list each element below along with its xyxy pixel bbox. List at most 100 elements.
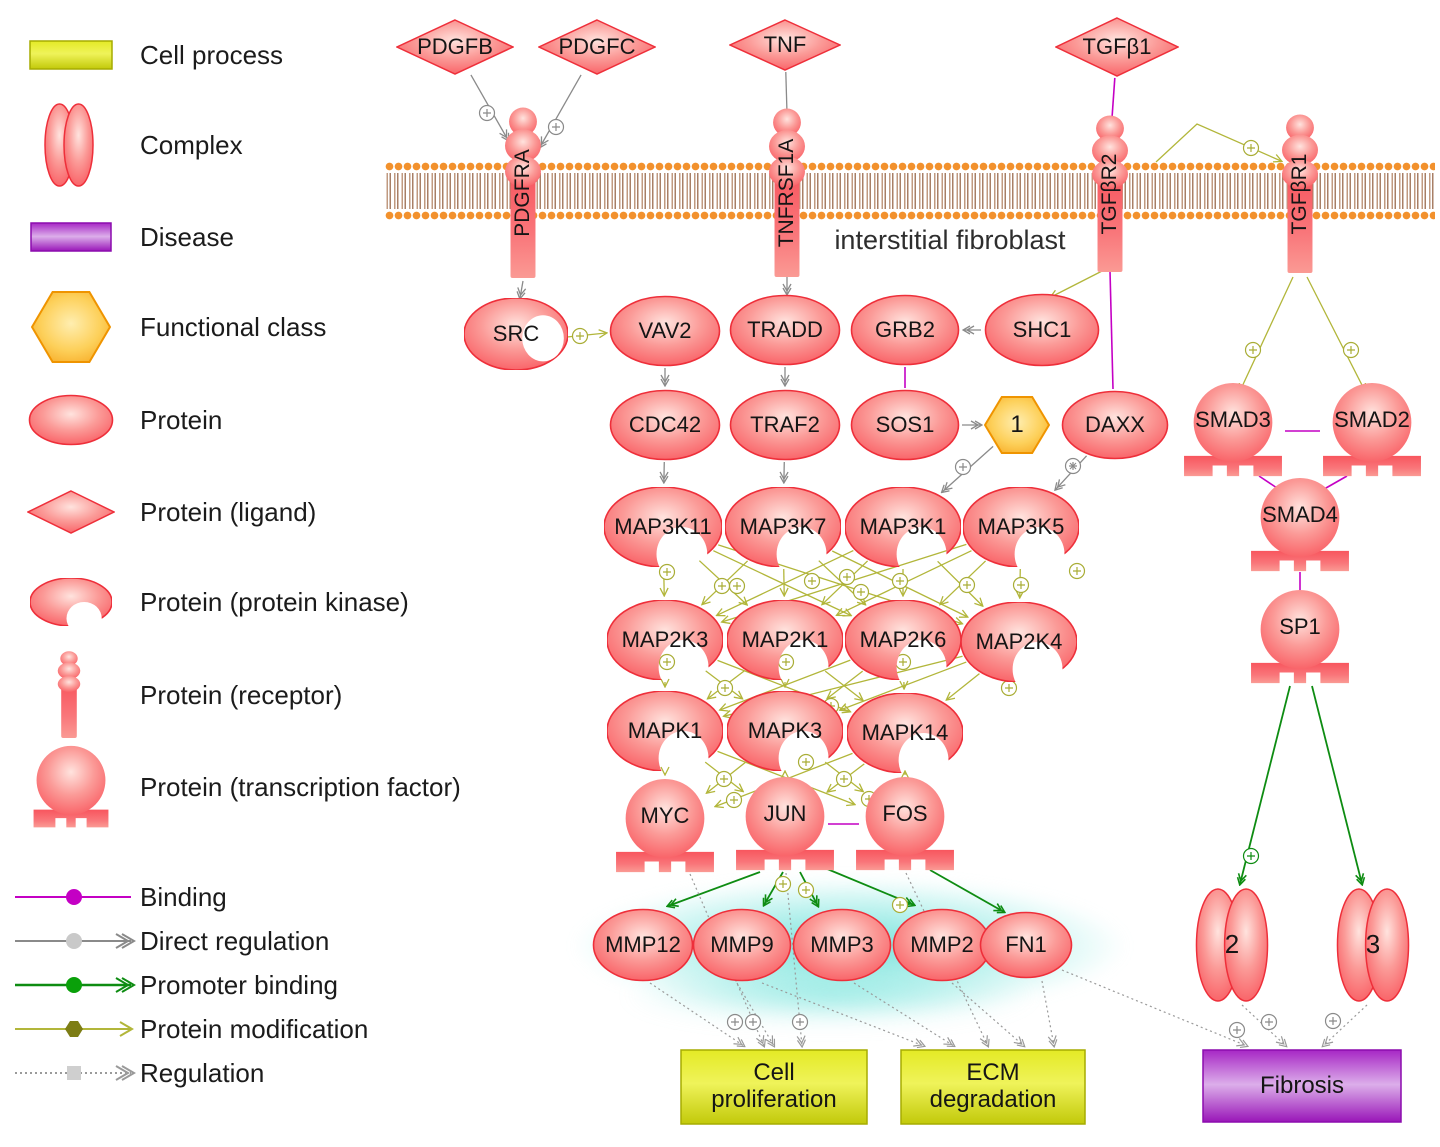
legend-label: Complex: [140, 130, 243, 160]
cell-type-label: interstitial fibroblast: [834, 225, 1066, 255]
edge-regulation: [1323, 1004, 1368, 1046]
edge-modification: [1306, 276, 1365, 391]
edge-modification: [1051, 268, 1107, 297]
edge-regulation: [951, 982, 1024, 1046]
legend-label: Protein (receptor): [140, 680, 343, 710]
node-label: JUN: [763, 801, 807, 827]
node-label: CDC42: [628, 411, 702, 437]
node-label: GRB2: [875, 316, 935, 342]
plus-mark: [715, 770, 733, 788]
node-label: Fibrosis: [1259, 1071, 1344, 1099]
edge-promoter: [668, 871, 761, 906]
edge-modification: [717, 549, 854, 616]
legend-label: Protein: [140, 405, 223, 435]
plus-mark: [852, 583, 870, 601]
plus-mark: [774, 875, 792, 893]
node-mapk3: MAPK3: [726, 690, 844, 772]
membrane-lipid-heads-top: [385, 160, 1435, 173]
plus-mark: [1012, 576, 1030, 594]
node-label: FOS: [882, 801, 928, 827]
node-label: MAPK3: [747, 717, 823, 743]
legend-label: Protein (transcription factor): [140, 772, 461, 802]
legend-connector-binding: [15, 889, 131, 905]
node-sos1: SOS1: [850, 389, 960, 461]
process-shape-icon: [29, 40, 113, 70]
node-label: SRC: [492, 320, 540, 346]
node-map2k6: MAP2K6: [844, 599, 962, 681]
plus-mark: [728, 577, 746, 595]
plus-mark: [958, 576, 976, 594]
node-label: MMP9: [710, 931, 774, 957]
node-map2k1: MAP2K1: [726, 599, 844, 681]
node-label: ECM degradation: [929, 1059, 1057, 1113]
functional-shape-icon: [30, 291, 112, 363]
node-label: TRADD: [747, 316, 823, 342]
node-tnfrsf1a: TNFRSF1A: [763, 108, 811, 278]
node-label: TNF: [763, 31, 807, 57]
node-myc: MYC: [614, 778, 716, 874]
receptor-shape-icon: [54, 651, 84, 739]
edge-promoter: [1311, 685, 1362, 884]
node-map2k3: MAP2K3: [606, 599, 724, 681]
edge-regulation: [1061, 969, 1247, 1046]
plus-mark: [1244, 341, 1262, 359]
legend-label: Binding: [140, 882, 227, 912]
node-label: FN1: [1005, 931, 1047, 957]
node-cdc42: CDC42: [609, 389, 721, 461]
node-label: SMAD2: [1334, 407, 1410, 433]
node-label: 2: [1224, 929, 1240, 960]
legend-label: Functional class: [140, 312, 327, 342]
plus-mark: [658, 563, 676, 581]
node-tnf: TNF: [729, 19, 841, 71]
node-label: MAP2K3: [621, 626, 709, 652]
plus-mark: [571, 327, 589, 345]
node-label: PDGFC: [558, 33, 636, 59]
node-label: TRAF2: [750, 411, 820, 437]
node-label: SP1: [1279, 614, 1321, 640]
legend-label: Disease: [140, 222, 234, 252]
plus-mark: [716, 679, 734, 697]
node-daxx: DAXX: [1061, 390, 1169, 460]
node-ecm: ECM degradation: [900, 1049, 1086, 1125]
node-smad4: SMAD4: [1249, 477, 1351, 573]
node-label: PDGFB: [417, 33, 493, 59]
plus-mark: [726, 1013, 744, 1031]
node-label: MYC: [640, 803, 690, 829]
edge-modification: [1240, 276, 1294, 391]
membrane-lipid-tails: [385, 173, 1435, 209]
plus-mark: [1228, 1021, 1246, 1039]
node-smad3: SMAD3: [1182, 382, 1284, 478]
legend-label: Protein modification: [140, 1014, 369, 1044]
node-label: Cell proliferation: [711, 1059, 837, 1113]
plus-mark: [478, 104, 496, 122]
ligand-shape-icon: [26, 490, 116, 534]
node-mapk14: MAPK14: [846, 692, 964, 774]
plus-mark: [891, 572, 909, 590]
node-label: MAP3K11: [614, 513, 712, 539]
node-label: MAP2K1: [741, 626, 829, 652]
edge-modification: [841, 661, 967, 710]
plus-mark: [797, 881, 815, 899]
node-map3k1: MAP3K1: [844, 486, 962, 568]
plus-mark: [547, 118, 565, 136]
edge-line: [785, 71, 788, 114]
plus-mark: [1068, 562, 1086, 580]
plus-mark: [1324, 1012, 1342, 1030]
edge-regulation: [761, 982, 924, 1046]
node-label: SMAD3: [1195, 407, 1271, 433]
node-pdgfra: PDGFRA: [499, 107, 547, 279]
legend-label: Cell process: [140, 40, 284, 70]
node-label: SHC1: [1012, 316, 1072, 342]
edge-modification: [721, 659, 851, 710]
node-sp1: SP1: [1249, 589, 1351, 685]
node-hex1: 1: [984, 396, 1050, 454]
plus-mark: [803, 572, 821, 590]
node-label: MAP3K1: [859, 513, 947, 539]
protein-shape-icon: [28, 394, 114, 446]
node-jun: JUN: [734, 776, 836, 872]
node-label: MMP2: [910, 931, 974, 957]
node-label: MMP12: [605, 931, 681, 957]
edge-promoter: [929, 869, 1004, 912]
